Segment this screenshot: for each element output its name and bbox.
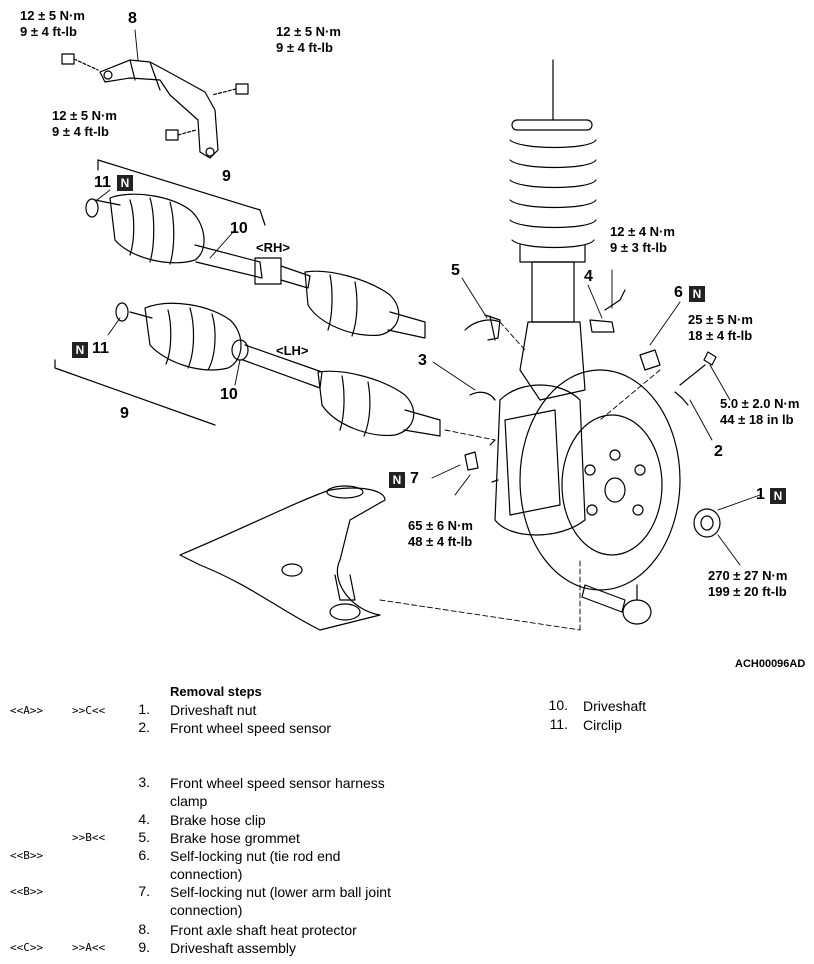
torque-metric: 12 ± 5 N·m xyxy=(20,8,85,23)
n-marker-6: N xyxy=(689,286,705,302)
callout-6: 6 xyxy=(674,284,683,301)
heat-protector-bolts xyxy=(61,53,249,141)
n-marker-1: N xyxy=(770,488,786,504)
n-marker-11-lh: N xyxy=(72,342,88,358)
torque-label-heat-protector-top-left: 12 ± 5 N·m 9 ± 4 ft-lb xyxy=(20,8,85,40)
torque-metric: 12 ± 5 N·m xyxy=(52,108,117,123)
small-parts xyxy=(464,289,721,538)
callout-9-rh: 9 xyxy=(222,168,231,185)
callout-3: 3 xyxy=(418,352,427,369)
torque-imperial: 44 ± 18 in lb xyxy=(720,412,794,427)
torque-imperial: 199 ± 20 ft-lb xyxy=(708,584,787,599)
callout-5: 5 xyxy=(451,262,460,279)
callout-2: 2 xyxy=(714,443,723,460)
step-9-col-a: <<C>> xyxy=(10,941,44,954)
callout-10-lh: 10 xyxy=(220,386,238,403)
torque-imperial: 18 ± 4 ft-lb xyxy=(688,328,753,343)
torque-imperial: 48 ± 4 ft-lb xyxy=(408,534,473,549)
step-2-text: Front wheel speed sensor xyxy=(170,720,332,736)
step-9-text: Driveshaft assembly xyxy=(170,940,297,956)
step-8-text: Front axle shaft heat protector xyxy=(170,922,357,938)
step-2-number: 2. xyxy=(138,719,150,735)
torque-imperial: 9 ± 4 ft-lb xyxy=(52,124,109,139)
callout-11-lh: 11 xyxy=(92,340,109,357)
heat-protector-part xyxy=(99,59,219,159)
step-7-text: Self-locking nut (lower arm ball joint c… xyxy=(170,884,391,918)
figure-code: ACH00096AD xyxy=(735,658,806,670)
lower-arm-part xyxy=(179,485,386,631)
torque-imperial: 9 ± 4 ft-lb xyxy=(20,24,77,39)
callout-9-lh: 9 xyxy=(120,405,129,422)
n-marker-7: N xyxy=(389,472,405,488)
torque-metric: 12 ± 4 N·m xyxy=(610,224,675,239)
leader-lines xyxy=(96,29,761,631)
step-5-text: Brake hose grommet xyxy=(170,830,300,846)
step-3-number: 3. xyxy=(138,774,150,790)
step-4-number: 4. xyxy=(138,811,150,827)
torque-metric: 12 ± 5 N·m xyxy=(276,24,341,39)
step-8-number: 8. xyxy=(138,921,150,937)
step-11-number: 11. xyxy=(549,716,568,732)
step-10-text: Driveshaft xyxy=(583,698,647,714)
torque-label-brake-hose-clip: 12 ± 4 N·m 9 ± 3 ft-lb xyxy=(610,224,675,256)
step-7-number: 7. xyxy=(138,883,150,899)
torque-label-tie-rod-nut: 25 ± 5 N·m 18 ± 4 ft-lb xyxy=(688,312,753,344)
step-1-number: 1. xyxy=(138,701,150,717)
callout-8: 8 xyxy=(128,10,137,27)
step-5-col-b: >>B<< xyxy=(72,831,106,844)
step-6-col-a: <<B>> xyxy=(10,849,44,862)
step-3-text: Front wheel speed sensor harness clamp xyxy=(170,775,385,809)
torque-label-driveshaft-nut: 270 ± 27 N·m 199 ± 20 ft-lb xyxy=(708,568,787,600)
torque-metric: 25 ± 5 N·m xyxy=(688,312,753,327)
step-1-col-a: <<A>> xyxy=(10,704,44,717)
step-1-text: Driveshaft nut xyxy=(170,702,257,718)
step-4-text: Brake hose clip xyxy=(170,812,266,828)
knuckle-brake-assembly xyxy=(489,369,681,591)
torque-label-speed-sensor: 5.0 ± 2.0 N·m 44 ± 18 in lb xyxy=(720,396,799,428)
callout-11-rh: 11 xyxy=(94,174,111,191)
torque-label-heat-protector-right: 12 ± 5 N·m 9 ± 4 ft-lb xyxy=(276,24,341,56)
step-5-number: 5. xyxy=(138,829,150,845)
torque-metric: 5.0 ± 2.0 N·m xyxy=(720,396,800,411)
step-9-number: 9. xyxy=(138,939,150,955)
rh-label: <RH> xyxy=(256,240,290,255)
step-7-col-a: <<B>> xyxy=(10,885,44,898)
torque-imperial: 9 ± 3 ft-lb xyxy=(610,240,667,255)
torque-label-lower-arm-nut: 65 ± 6 N·m 48 ± 4 ft-lb xyxy=(408,518,473,550)
lh-label: <LH> xyxy=(276,343,309,358)
removal-steps-heading: Removal steps xyxy=(170,684,262,699)
step-6-number: 6. xyxy=(138,847,150,863)
step-10-number: 10. xyxy=(548,697,568,713)
tie-rod-end-part xyxy=(581,584,652,625)
torque-label-heat-protector-lower: 12 ± 5 N·m 9 ± 4 ft-lb xyxy=(52,108,117,140)
torque-imperial: 9 ± 4 ft-lb xyxy=(276,40,333,55)
callout-1: 1 xyxy=(756,486,765,503)
lh-driveshaft-part xyxy=(54,302,441,437)
strut-spring-part xyxy=(509,59,597,401)
torque-metric: 65 ± 6 N·m xyxy=(408,518,473,533)
callout-7: 7 xyxy=(410,470,419,487)
callout-10-rh: 10 xyxy=(230,220,248,237)
n-marker-11-rh: N xyxy=(117,175,133,191)
exploded-view-diagram xyxy=(54,29,761,631)
callout-4: 4 xyxy=(584,268,593,285)
step-9-col-b: >>A<< xyxy=(72,941,106,954)
step-6-text: Self-locking nut (tie rod end connection… xyxy=(170,848,341,882)
torque-metric: 270 ± 27 N·m xyxy=(708,568,788,583)
step-11-text: Circlip xyxy=(583,717,622,733)
step-1-col-b: >>C<< xyxy=(72,704,106,717)
rh-driveshaft-part xyxy=(85,159,426,339)
